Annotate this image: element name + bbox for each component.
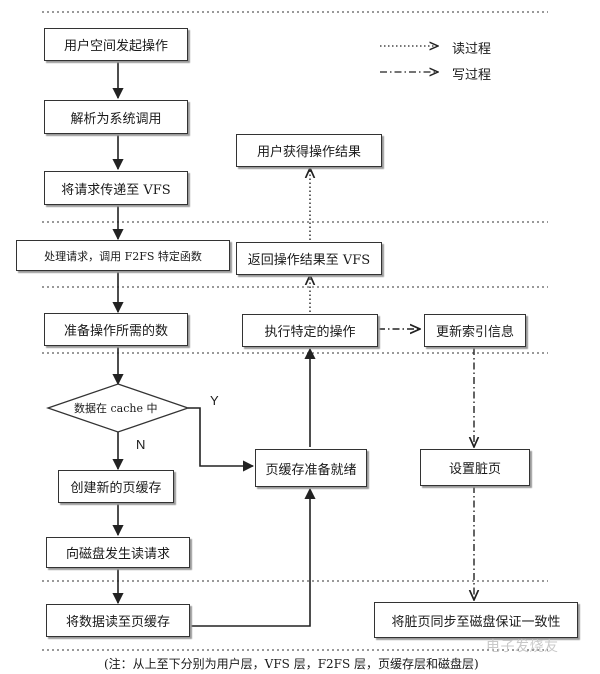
node-update-index: 更新索引信息 (424, 314, 526, 347)
decision-diamond (45, 383, 191, 433)
node-page-cache-ready: 页缓存准备就绪 (255, 449, 367, 487)
figure-caption: (注：从上至下分别为用户层，VFS 层，F2FS 层，页缓存层和磁盘层) (104, 657, 479, 671)
node-set-dirty-page: 设置脏页 (420, 449, 530, 486)
branch-no-label: N (136, 437, 146, 452)
node-user-gets-result: 用户获得操作结果 (236, 134, 382, 167)
node-execute-op: 执行特定的操作 (242, 314, 378, 347)
node-parse-syscall: 解析为系统调用 (44, 100, 188, 134)
arrow-read-to-ready (190, 487, 316, 627)
branch-yes-label: Y (210, 393, 219, 408)
node-sync-dirty-pages: 将脏页同步至磁盘保证一致性 (374, 602, 578, 638)
node-create-page-cache: 创建新的页缓存 (58, 470, 174, 503)
legend-write-label: 写过程 (452, 68, 492, 83)
node-return-to-vfs: 返回操作结果至 VFS (236, 242, 382, 275)
node-handle-request: 处理请求，调用 F2FS 特定函数 (16, 240, 230, 271)
node-pass-to-vfs: 将请求传递至 VFS (44, 171, 188, 205)
legend-read-label: 读过程 (452, 42, 492, 57)
node-disk-read-request: 向磁盘发生读请求 (46, 537, 190, 568)
arrow-decision-yes (188, 407, 255, 472)
node-decision-text: 数据在 cache 中 (74, 402, 158, 415)
layer-separators (42, 11, 548, 651)
watermark-logo: 电子发烧友 (486, 638, 559, 654)
node-read-into-cache: 将数据读至页缓存 (46, 604, 190, 637)
node-user-start: 用户空间发起操作 (44, 28, 188, 61)
node-prepare-data: 准备操作所需的数 (44, 313, 188, 346)
